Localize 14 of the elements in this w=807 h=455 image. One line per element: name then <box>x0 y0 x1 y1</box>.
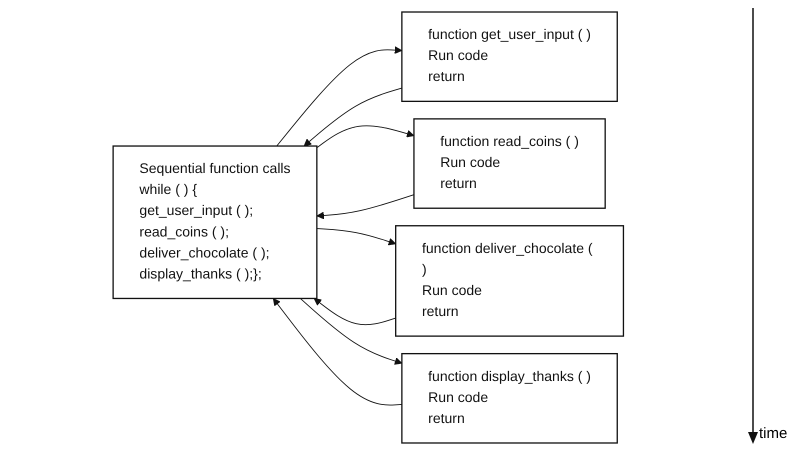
arrow <box>276 46 402 146</box>
node-box: function display_thanks ( ) Run code return <box>401 352 618 444</box>
arrow <box>304 88 403 146</box>
node-box: Sequential function calls while ( ) { get_user_input ( ); read_coins ( ); deliver_chocolate ( ); display_thanks ( );}; <box>112 145 318 300</box>
arrow <box>316 125 414 148</box>
arrow <box>300 298 402 365</box>
node-box: function read_coins ( ) Run code return <box>414 118 606 209</box>
arrow <box>316 228 396 246</box>
axis-label: time <box>759 425 788 442</box>
node-box: function deliver_chocolate ( ) Run code return <box>395 225 624 337</box>
arrow <box>273 298 403 406</box>
arrow <box>316 194 415 220</box>
node-box: function get_user_input ( ) Run code return <box>401 11 618 102</box>
arrow <box>314 298 396 326</box>
